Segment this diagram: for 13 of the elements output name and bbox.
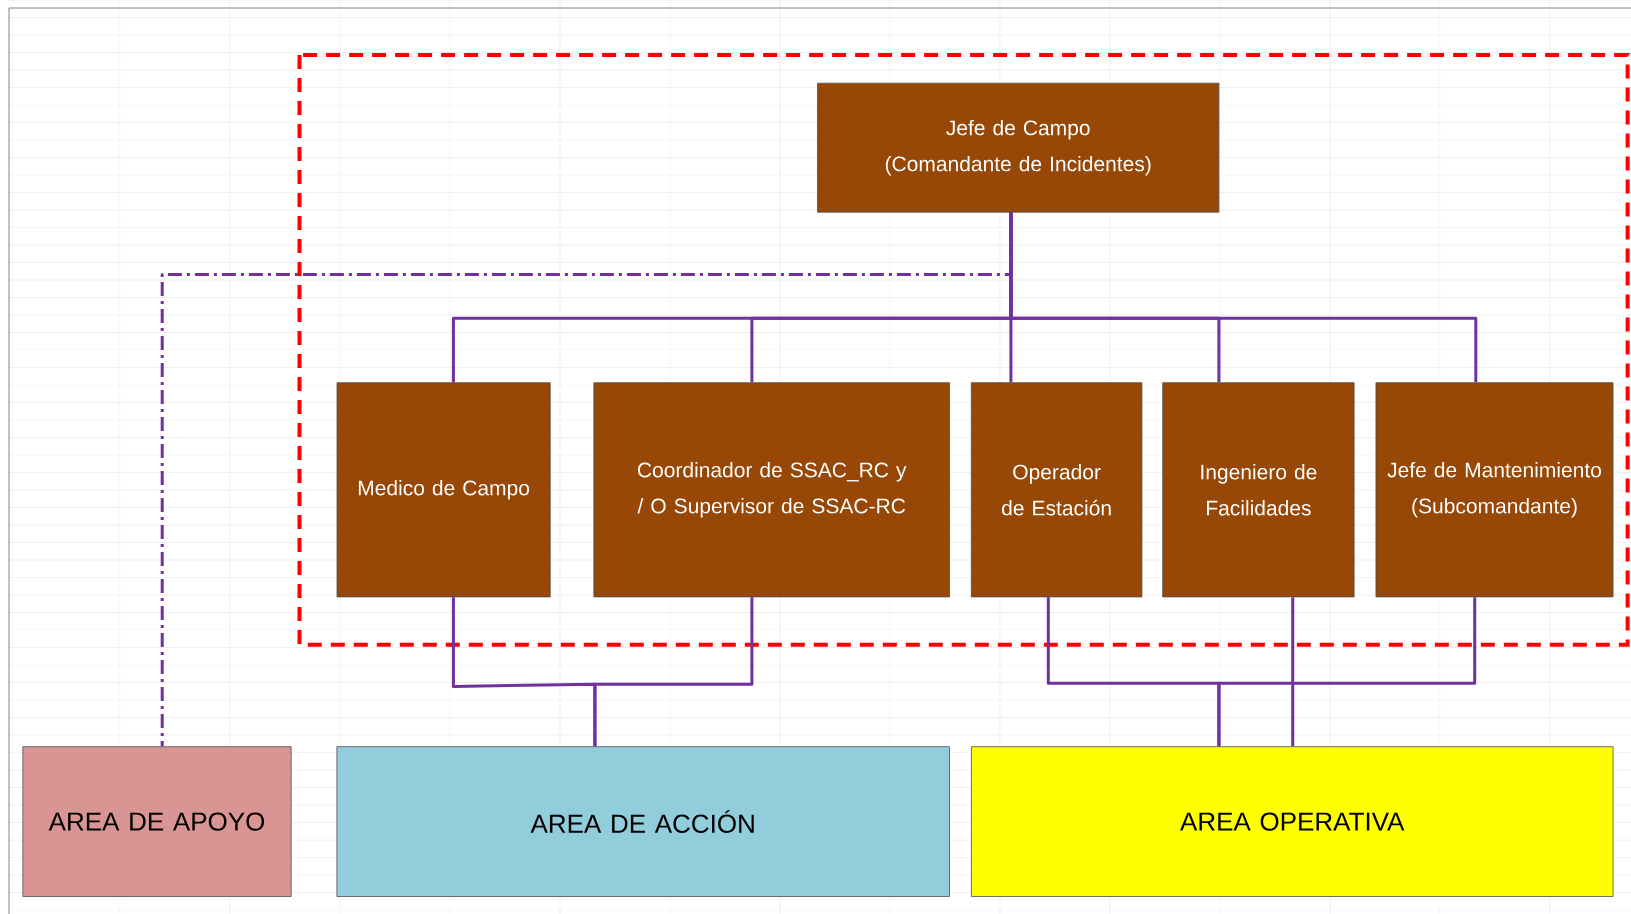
role-box: Ingeniero de Facilidades [1162,382,1355,598]
connector-line [593,597,754,747]
area-box: AREA DE APOYO [22,746,292,897]
role-box: Operador de Estación [970,382,1143,598]
area-box: AREA OPERATIVA [970,746,1614,897]
role-box: Jefe de Campo (Comandante de Incidentes) [817,82,1220,213]
connector-line [1217,597,1477,747]
role-box: Medico de Campo [336,382,551,598]
role-box: Coordinador de SSAC_RC y / O Supervisor de SSAC-RC [593,382,950,598]
area-box: AREA DE ACCIÓN [336,746,950,897]
role-box: Jefe de Mantenimiento (Subcomandante) [1375,382,1614,598]
connector-line [1291,597,1295,747]
connector-line [160,212,1013,747]
